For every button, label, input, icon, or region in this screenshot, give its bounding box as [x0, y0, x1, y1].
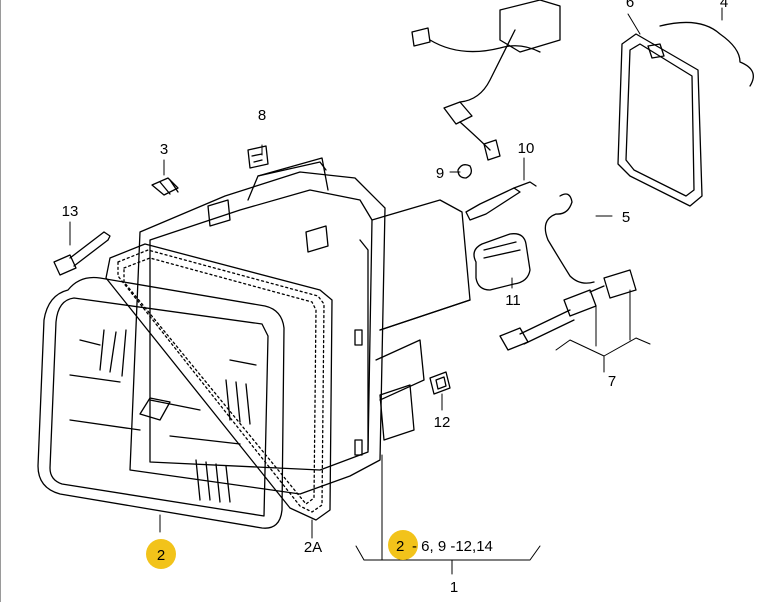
callout-12: 12	[434, 414, 451, 431]
callout-10: 10	[518, 140, 535, 157]
part-13-screw	[53, 231, 111, 276]
leader-lines	[69, 7, 723, 575]
callout-3: 3	[160, 141, 168, 158]
callout-1: 1	[450, 579, 458, 596]
callout-2-highlight-marker	[146, 539, 176, 569]
part-8-clip	[247, 145, 269, 169]
part-6-frame	[617, 33, 703, 207]
range-label-rest: - 6, 9 -12,14	[412, 538, 493, 555]
range-label: 2 - 6, 9 -12,14	[396, 538, 493, 555]
callout-7: 7	[608, 373, 616, 390]
callout-2a: 2A	[304, 539, 322, 556]
range-label-highlight-number: 2	[396, 538, 404, 555]
callout-13: 13	[62, 203, 79, 220]
callout-11: 11	[505, 292, 521, 309]
range-callout-highlight-marker	[388, 530, 418, 560]
part-4-wire	[659, 21, 754, 87]
callout-9: 9	[436, 165, 444, 182]
wiring-harness	[411, 0, 561, 161]
part-12-nut	[429, 371, 451, 395]
gasket-2a	[105, 243, 333, 521]
headlight-lens	[37, 276, 285, 529]
part-3-clip	[151, 177, 179, 196]
callout-2: 2	[157, 547, 165, 564]
callout-4: 4	[720, 0, 728, 11]
left-frame-edge	[0, 0, 1, 602]
callout-6: 6	[626, 0, 634, 11]
part-5-wire	[544, 193, 595, 284]
callout-8: 8	[258, 107, 266, 124]
callout-5: 5	[622, 209, 630, 226]
headlight-housing	[129, 157, 471, 495]
part-9-bulb	[457, 164, 472, 179]
part-10-bulb	[465, 181, 537, 221]
part-11-bulb	[473, 233, 531, 291]
